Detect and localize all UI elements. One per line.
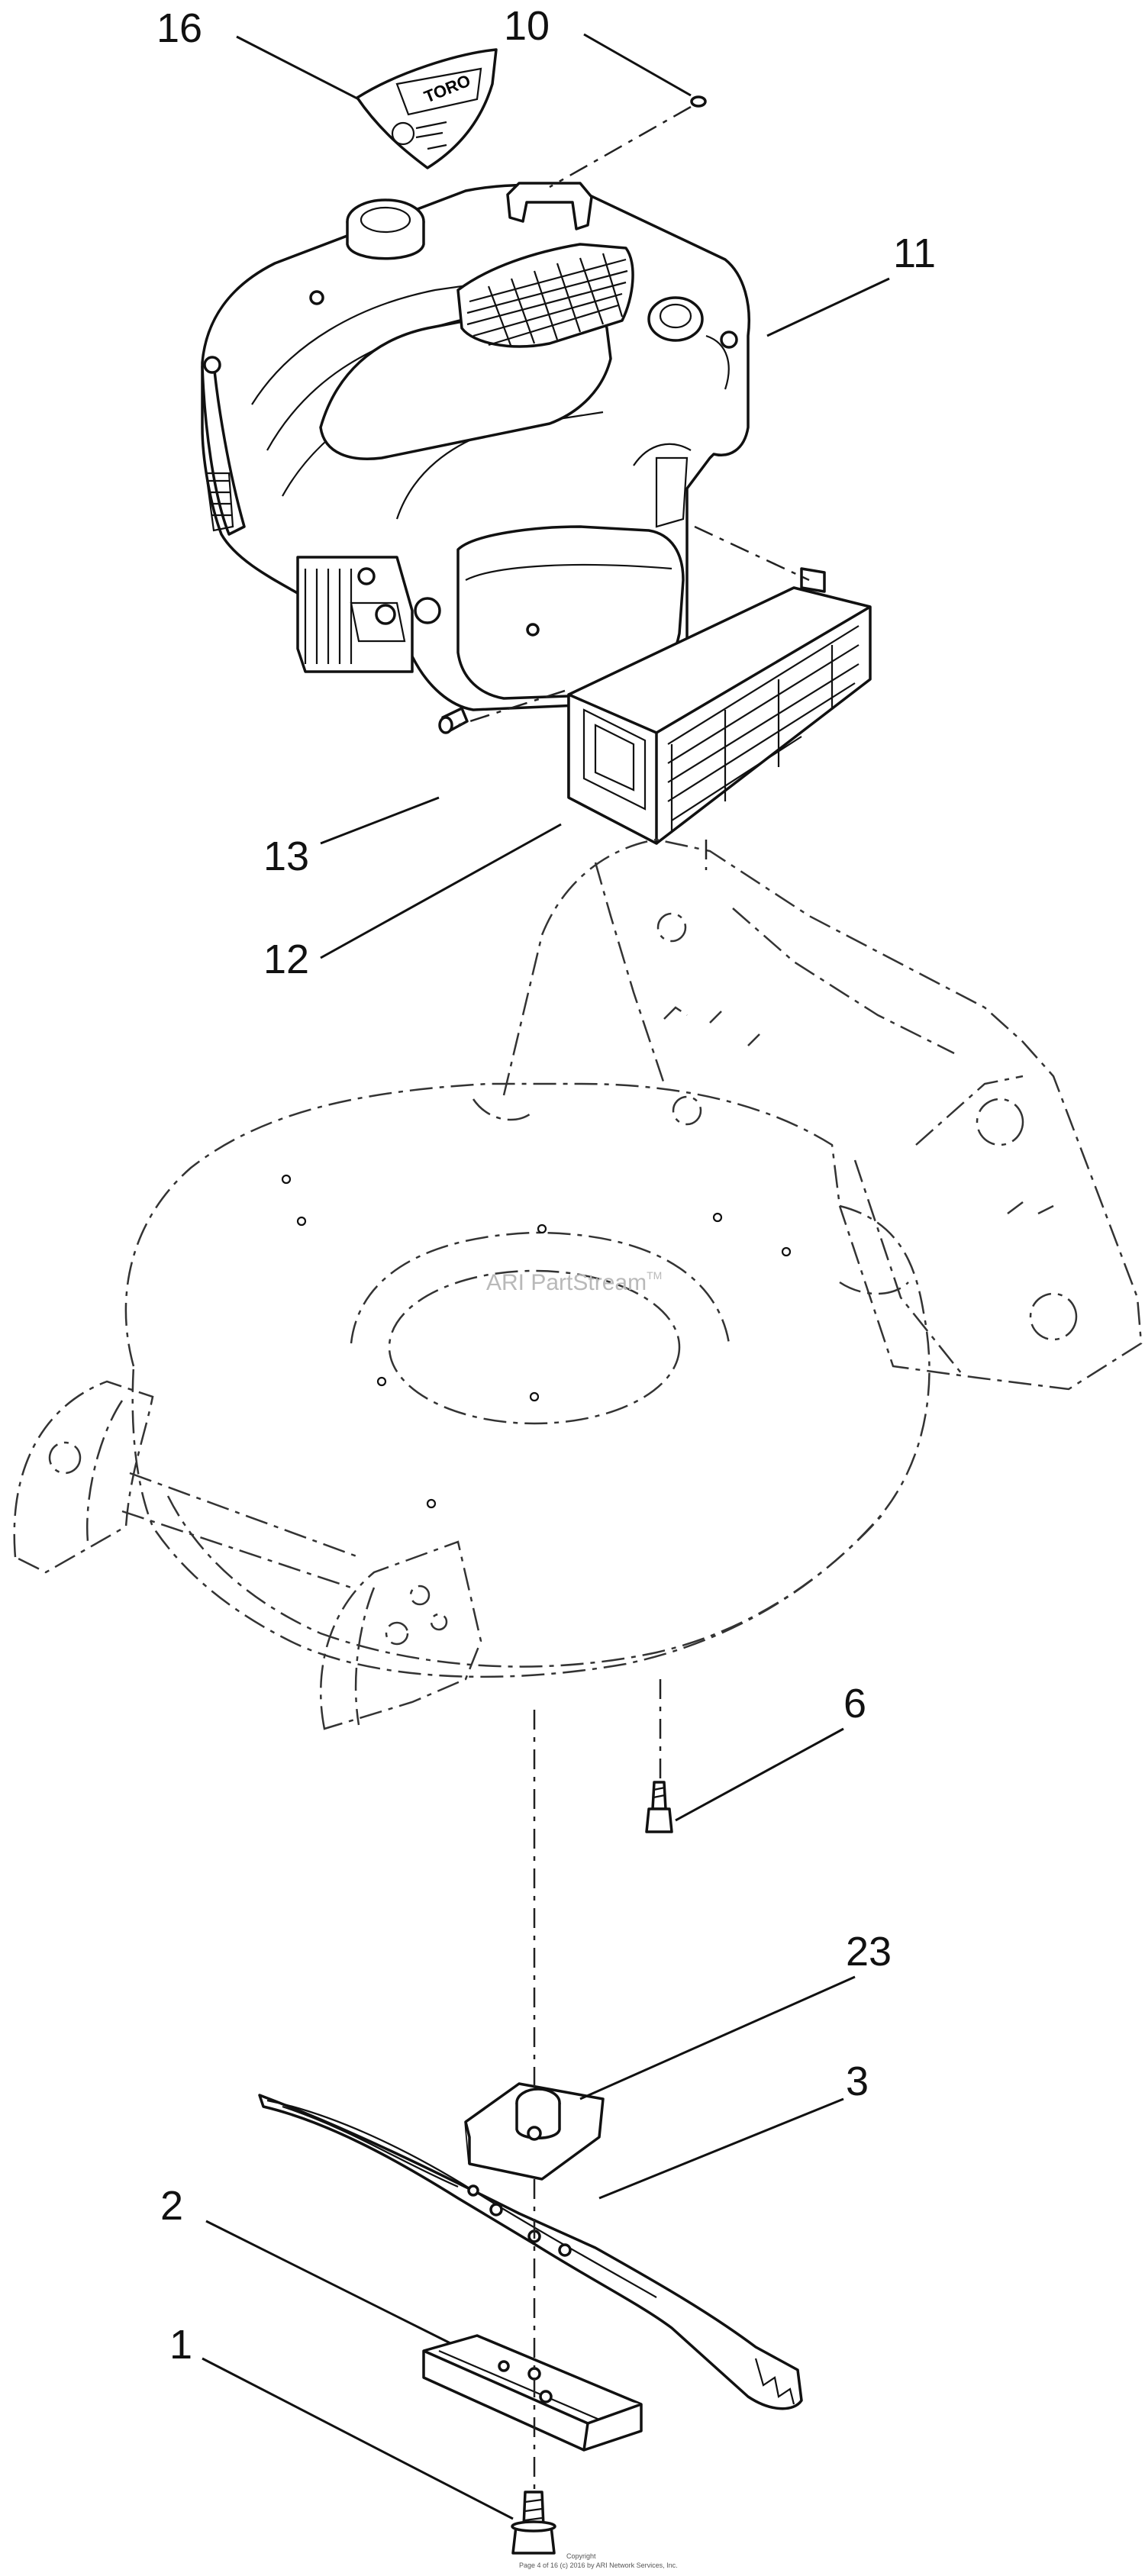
leader-lines: [202, 33, 890, 2520]
assembly-lines: [457, 105, 810, 2492]
fuel-cap: [346, 198, 425, 260]
blade-stiffener-part[interactable]: [422, 2334, 643, 2452]
watermark: ARI PartStreamTM: [486, 1269, 662, 1295]
callout-6: 6: [843, 1681, 866, 1726]
screw-13-part[interactable]: [438, 707, 469, 734]
callout-labels: 16 10 11 13 12 6 23 3 2 1: [156, 3, 936, 2368]
callout-10: 10: [504, 3, 550, 49]
blade-bolt-part[interactable]: [511, 2491, 556, 2555]
blade-adapter-part[interactable]: [464, 2082, 605, 2181]
muffler-guard-part[interactable]: [567, 567, 872, 845]
callout-1: 1: [169, 2322, 192, 2368]
callout-11: 11: [893, 231, 936, 276]
screw-10-part[interactable]: [690, 95, 707, 108]
callout-3: 3: [846, 2059, 869, 2104]
footer-line-1: Copyright: [566, 2552, 596, 2560]
engine-part[interactable]: [201, 182, 750, 711]
grille-mesh: [466, 253, 628, 348]
callout-12: 12: [263, 937, 309, 982]
callout-2: 2: [160, 2183, 183, 2229]
decal-part[interactable]: TORO: [356, 48, 498, 169]
footer-line-2: Page 4 of 16 (c) 2016 by ARI Network Ser…: [519, 2561, 678, 2569]
oil-cap: [647, 296, 704, 342]
callout-23: 23: [846, 1929, 892, 1975]
callout-16: 16: [156, 5, 202, 51]
blade-part[interactable]: [258, 2094, 803, 2410]
mower-deck-phantom: [13, 838, 1143, 1730]
bolt-6-part[interactable]: [645, 1781, 673, 1833]
copyright-footer: Copyright Page 4 of 16 (c) 2016 by ARI N…: [519, 2552, 678, 2569]
callout-13: 13: [263, 833, 309, 879]
